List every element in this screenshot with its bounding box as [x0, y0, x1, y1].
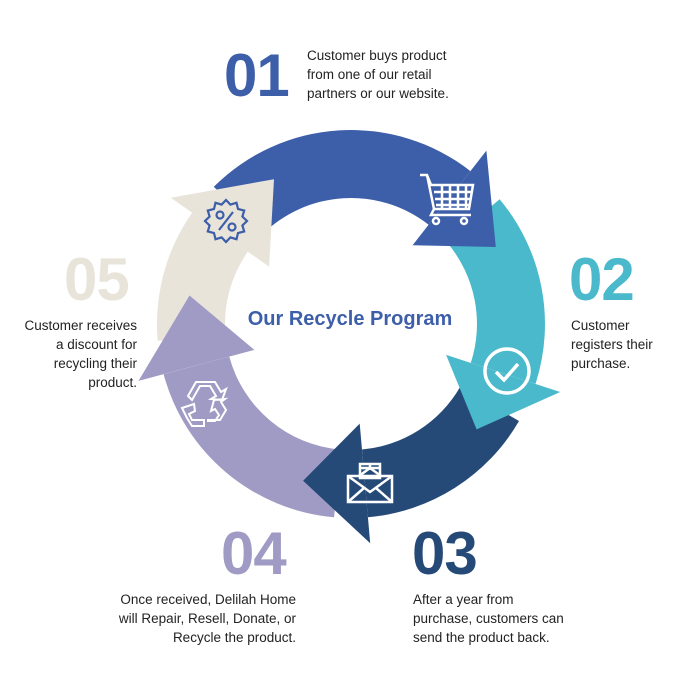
desc-line: registers their	[571, 337, 653, 352]
shopping-cart-icon	[420, 173, 475, 226]
recycle-icon	[180, 381, 228, 427]
step-1-number: 01	[224, 42, 290, 109]
desc-line: will Repair, Resell, Donate, or	[118, 611, 296, 626]
step-3-description: After a year from purchase, customers ca…	[413, 590, 564, 647]
arrow-step-4-body	[163, 356, 340, 518]
step-4-description: Once received, Delilah Home will Repair,…	[119, 590, 296, 647]
desc-line: Customer	[571, 318, 630, 333]
envelope-box-icon	[346, 462, 394, 504]
checkmark-circle-icon	[483, 347, 531, 395]
step-5-number: 05	[64, 246, 130, 313]
arrow-step-1-body	[213, 129, 471, 235]
desc-line: Once received, Delilah Home	[120, 592, 296, 607]
step-1-description: Customer buys product from one of our re…	[307, 46, 449, 103]
step-4-number: 04	[221, 520, 287, 587]
desc-line: purchase, customers can	[413, 611, 564, 626]
arrow-step-3-head	[303, 423, 371, 544]
desc-line: After a year from	[413, 592, 514, 607]
step-2-description: Customer registers their purchase.	[571, 316, 653, 373]
arrow-step-5-body	[156, 212, 248, 341]
percent-badge-icon	[203, 198, 249, 244]
desc-line: recycling their	[53, 356, 137, 371]
step-5-description: Customer receives a discount for recycli…	[24, 316, 137, 392]
diagram-title: Our Recycle Program	[247, 308, 453, 330]
desc-line: a discount for	[55, 337, 137, 352]
desc-line: product.	[88, 375, 137, 390]
desc-line: partners or our website.	[307, 86, 449, 101]
step-3-number: 03	[412, 520, 478, 587]
arrow-step-5-head	[170, 179, 274, 267]
desc-line: Recycle the product.	[172, 630, 296, 645]
desc-line: send the product back.	[413, 630, 550, 645]
desc-line: purchase.	[571, 356, 631, 371]
desc-line: from one of our retail	[307, 67, 432, 82]
arrow-step-4-head	[138, 295, 255, 381]
desc-line: Customer buys product	[307, 48, 447, 63]
step-2-number: 02	[569, 246, 635, 313]
desc-line: Customer receives	[24, 318, 137, 333]
